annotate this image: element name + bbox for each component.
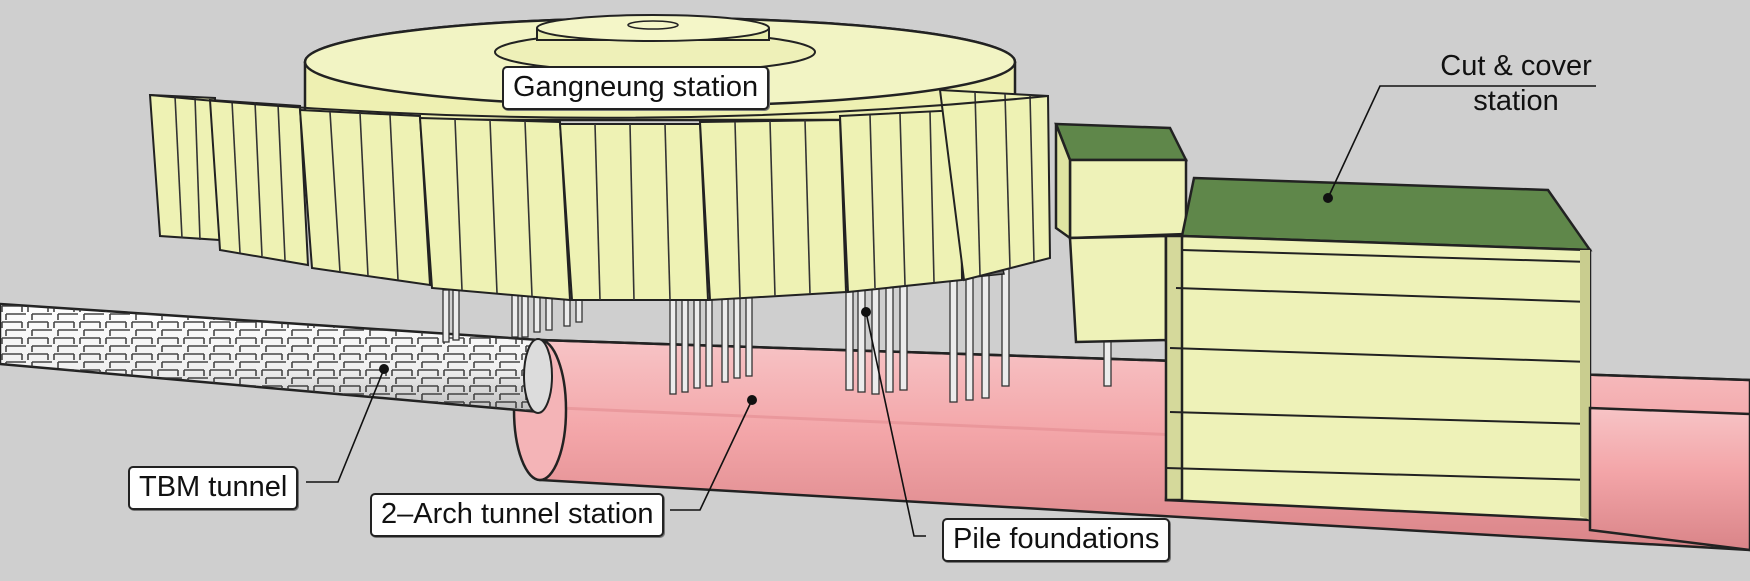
- cut-cover-station-label: Cut & cover station: [1416, 52, 1616, 116]
- gangneung-station-building: [148, 14, 1052, 302]
- cut-cover-label-line1: Cut & cover: [1440, 50, 1592, 82]
- leader-dots: [379, 193, 1333, 405]
- cut-cover-label-line2: station: [1473, 85, 1559, 117]
- pile-foundations-label: Pile foundations: [942, 518, 1171, 562]
- tbm-tunnel: [0, 302, 553, 414]
- facade-fins: [174, 91, 1035, 301]
- tbm-tunnel-label: TBM tunnel: [128, 466, 299, 510]
- arch-tunnel-station-label: 2–Arch tunnel station: [370, 493, 665, 537]
- leader-lines: [306, 85, 1596, 537]
- cut-cover-station-building: [1164, 176, 1593, 522]
- arch-tunnel-east: [1588, 406, 1750, 552]
- gangneung-station-label: Gangneung station: [502, 66, 770, 110]
